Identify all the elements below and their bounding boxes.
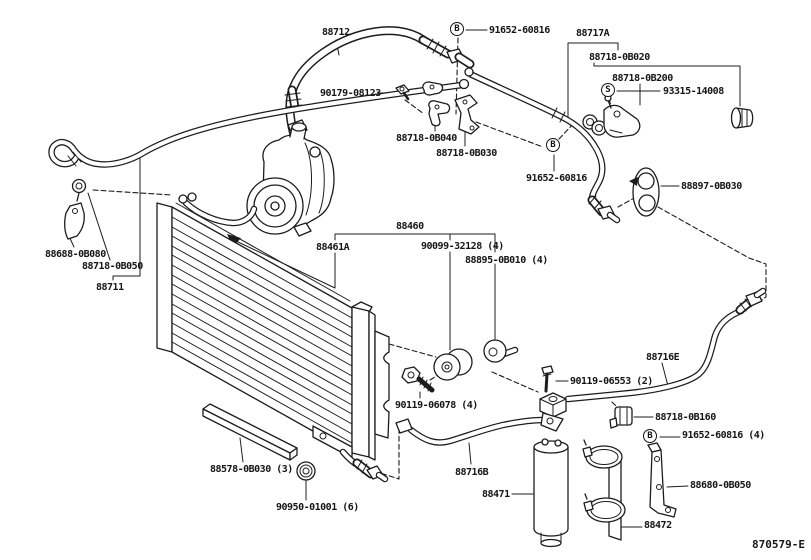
bolt-marker-bottom: B [643, 429, 657, 443]
suction-tube-top-right [464, 67, 621, 224]
clamps-88718-0B040 [422, 81, 451, 127]
grommet-90950 [296, 461, 316, 481]
part-label-90950-01001: 90950-01001 (6) [276, 502, 359, 513]
part-label-88895-0B010: 88895-0B010 (4) [465, 255, 548, 266]
clamp-88718-0B020 [603, 104, 641, 138]
bolt-marker-mid: B [546, 138, 560, 152]
cushion-washer-88895 [483, 339, 519, 363]
part-label-90119-06553: 90119-06553 (2) [570, 376, 653, 387]
screw-marker-top: S [601, 83, 615, 97]
discharge-hose-88712 [284, 26, 475, 152]
part-label-90119-06078: 90119-06078 (4) [395, 400, 478, 411]
part-label-88897-0B030: 88897-0B030 [681, 181, 742, 192]
part-label-88718-0B200: 88718-0B200 [612, 73, 673, 84]
pipe-end-nut [395, 418, 413, 434]
pipe-end-flange [458, 78, 470, 90]
part-label-88718-0B050: 88718-0B050 [82, 261, 143, 272]
part-label-88718-0B020: 88718-0B020 [589, 52, 650, 63]
part-label-88578-0B030: 88578-0B030 (3) [210, 464, 293, 475]
grommet-88897 [629, 167, 660, 217]
part-label-91652-60816-bot: 91652-60816 (4) [682, 430, 765, 441]
part-label-88717A: 88717A [576, 28, 610, 39]
part-label-88718-0B030: 88718-0B030 [436, 148, 497, 159]
cushion-88718-0B200 [730, 107, 754, 129]
bracket-88680 [647, 442, 677, 518]
suction-pipe-88711 [48, 78, 470, 168]
bracket-arm [64, 202, 85, 240]
part-label-93315-14008: 93315-14008 [663, 86, 724, 97]
seal-88578 [202, 403, 298, 461]
pipe-bracket-88688 [64, 178, 87, 240]
part-label-90099-32128: 90099-32128 (4) [421, 241, 504, 252]
part-label-88680-0B050: 88680-0B050 [690, 480, 751, 491]
part-label-91652-60816-top: 91652-60816 [489, 25, 550, 36]
pipe-end-flange [540, 412, 564, 432]
liquid-pipe-88716E [564, 287, 767, 403]
part-label-88718-0B160: 88718-0B160 [655, 412, 716, 423]
condenser-fins [171, 216, 353, 444]
tube-end-cap [464, 67, 474, 77]
stud-90179 [395, 84, 410, 101]
condenser-88460 [156, 192, 390, 483]
part-label-88460: 88460 [396, 221, 424, 232]
part-label-88712: 88712 [322, 27, 350, 38]
drawing-code: 870579-E [752, 538, 805, 551]
part-label-88711: 88711 [96, 282, 124, 293]
part-label-88461A: 88461A [316, 242, 350, 253]
receiver-drier-88471 [533, 438, 569, 548]
part-label-88471: 88471 [482, 489, 510, 500]
condenser-mount-flange [374, 330, 390, 439]
part-label-88718-0B040: 88718-0B040 [396, 133, 457, 144]
bolt-marker-top: B [450, 22, 464, 36]
bolt-90119-06078 [401, 366, 435, 393]
part-label-88472: 88472 [644, 520, 672, 531]
clamp-bands-88472 [582, 439, 626, 541]
pipe-junction-block [539, 365, 567, 418]
bracket-88718-0B030 [454, 94, 480, 135]
suction-pipe-88716B [395, 412, 564, 446]
idler-pulley-90099 [433, 348, 473, 381]
part-label-88716B: 88716B [455, 467, 489, 478]
part-label-90179-08123: 90179-08123 [320, 88, 381, 99]
clamp-88718-0B160 [609, 406, 633, 429]
grommet-arrow [629, 177, 638, 186]
bolt-90119-06553 [541, 365, 554, 375]
part-label-88688-0B080: 88688-0B080 [45, 249, 106, 260]
part-label-91652-60816-mid: 91652-60816 [526, 173, 587, 184]
part-label-88716E: 88716E [646, 352, 680, 363]
